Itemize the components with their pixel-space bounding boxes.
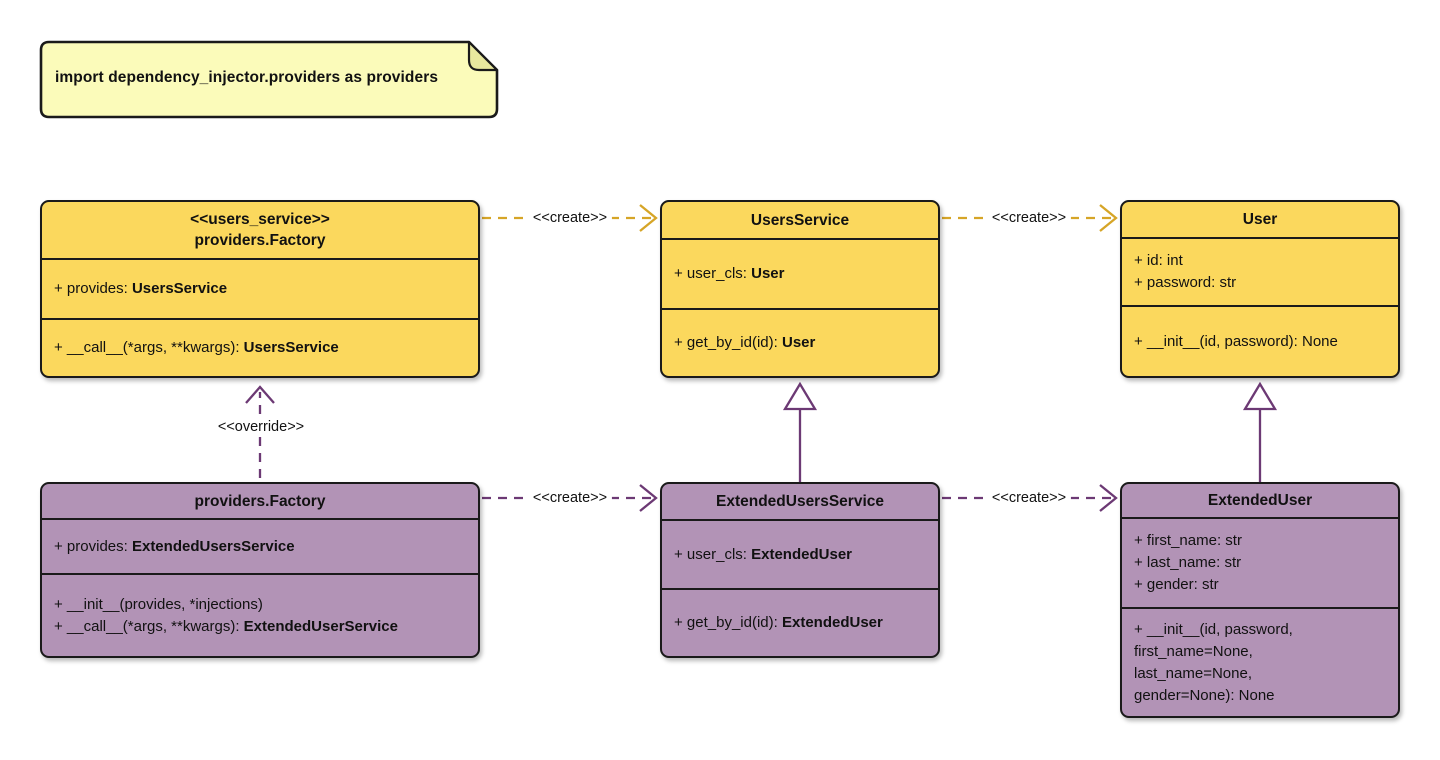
class-methods: + get_by_id(id): ExtendedUser — [662, 590, 938, 656]
class-methods: + __init__(id, password): None — [1122, 307, 1398, 376]
class-users-service: UsersService + user_cls: User + get_by_i… — [660, 200, 940, 378]
class-attributes: + id: int + password: str — [1122, 239, 1398, 307]
method-line: + __init__(id, password): None — [1134, 332, 1338, 350]
class-name: UsersService — [750, 211, 850, 229]
method-line: + __call__(*args, **kwargs): ExtendedUse… — [54, 617, 398, 635]
inheritance-arrow-extuser — [1242, 381, 1278, 482]
class-attributes: + user_cls: User — [662, 240, 938, 310]
class-title: ExtendedUsersService — [662, 484, 938, 521]
class-name: providers.Factory — [194, 232, 326, 249]
class-methods: + __init__(provides, *injections) + __ca… — [42, 575, 478, 656]
class-methods: + __init__(id, password, first_name=None… — [1122, 609, 1398, 716]
attribute-line: + id: int — [1134, 252, 1183, 269]
note-text: import dependency_injector.providers as … — [55, 69, 439, 86]
import-note: import dependency_injector.providers as … — [38, 40, 500, 120]
attribute-line: + provides: UsersService — [54, 280, 228, 297]
create-label-2: <<create>> — [986, 210, 1072, 226]
attribute-line: + gender: str — [1134, 576, 1219, 593]
note-fold-icon — [467, 40, 499, 72]
attribute-line: + provides: ExtendedUsersService — [54, 537, 295, 555]
attribute-line: + user_cls: ExtendedUser — [674, 545, 852, 563]
class-attributes: + user_cls: ExtendedUser — [662, 521, 938, 590]
attribute-line: + last_name: str — [1134, 554, 1242, 571]
method-line: + __call__(*args, **kwargs): UsersServic… — [54, 339, 339, 356]
stereotype-label: <<users_service>> — [190, 211, 330, 228]
class-attributes: + first_name: str + last_name: str + gen… — [1122, 519, 1398, 609]
class-title: UsersService — [662, 202, 938, 240]
class-title: User — [1122, 202, 1398, 239]
class-extended-user: ExtendedUser + first_name: str + last_na… — [1120, 482, 1400, 718]
method-line: first_name=None, — [1134, 642, 1253, 660]
class-methods: + __call__(*args, **kwargs): UsersServic… — [42, 320, 478, 376]
override-label: <<override>> — [212, 419, 310, 435]
class-users-service-factory: <<users_service>> providers.Factory + pr… — [40, 200, 480, 378]
method-line: + get_by_id(id): ExtendedUser — [674, 614, 883, 631]
note-shape — [39, 40, 499, 119]
class-extended-factory: providers.Factory + provides: ExtendedUs… — [40, 482, 480, 658]
class-title: providers.Factory — [42, 484, 478, 520]
class-user: User + id: int + password: str + __init_… — [1120, 200, 1400, 378]
class-name: providers.Factory — [194, 492, 326, 510]
attribute-line: + user_cls: User — [674, 265, 785, 282]
class-name: User — [1242, 211, 1278, 228]
method-line: + __init__(id, password, — [1134, 620, 1293, 638]
class-extended-users-service: ExtendedUsersService + user_cls: Extende… — [660, 482, 940, 658]
override-arrow — [245, 385, 275, 478]
class-title: <<users_service>> providers.Factory — [42, 202, 478, 260]
class-attributes: + provides: ExtendedUsersService — [42, 520, 478, 575]
method-line: last_name=None, — [1134, 664, 1252, 682]
class-name: ExtendedUser — [1207, 492, 1313, 509]
create-label-1: <<create>> — [527, 210, 613, 226]
inheritance-arrow-extusersservice — [782, 381, 818, 482]
class-attributes: + provides: UsersService — [42, 260, 478, 320]
class-methods: + get_by_id(id): User — [662, 310, 938, 376]
attribute-line: + password: str — [1134, 274, 1237, 291]
attribute-line: + first_name: str — [1134, 532, 1242, 549]
class-name: ExtendedUsersService — [715, 493, 884, 510]
method-line: + get_by_id(id): User — [674, 334, 816, 351]
create-label-4: <<create>> — [986, 490, 1072, 506]
create-label-3: <<create>> — [527, 490, 613, 506]
method-line: gender=None): None — [1134, 686, 1275, 704]
class-title: ExtendedUser — [1122, 484, 1398, 519]
method-line: + __init__(provides, *injections) — [54, 595, 263, 613]
